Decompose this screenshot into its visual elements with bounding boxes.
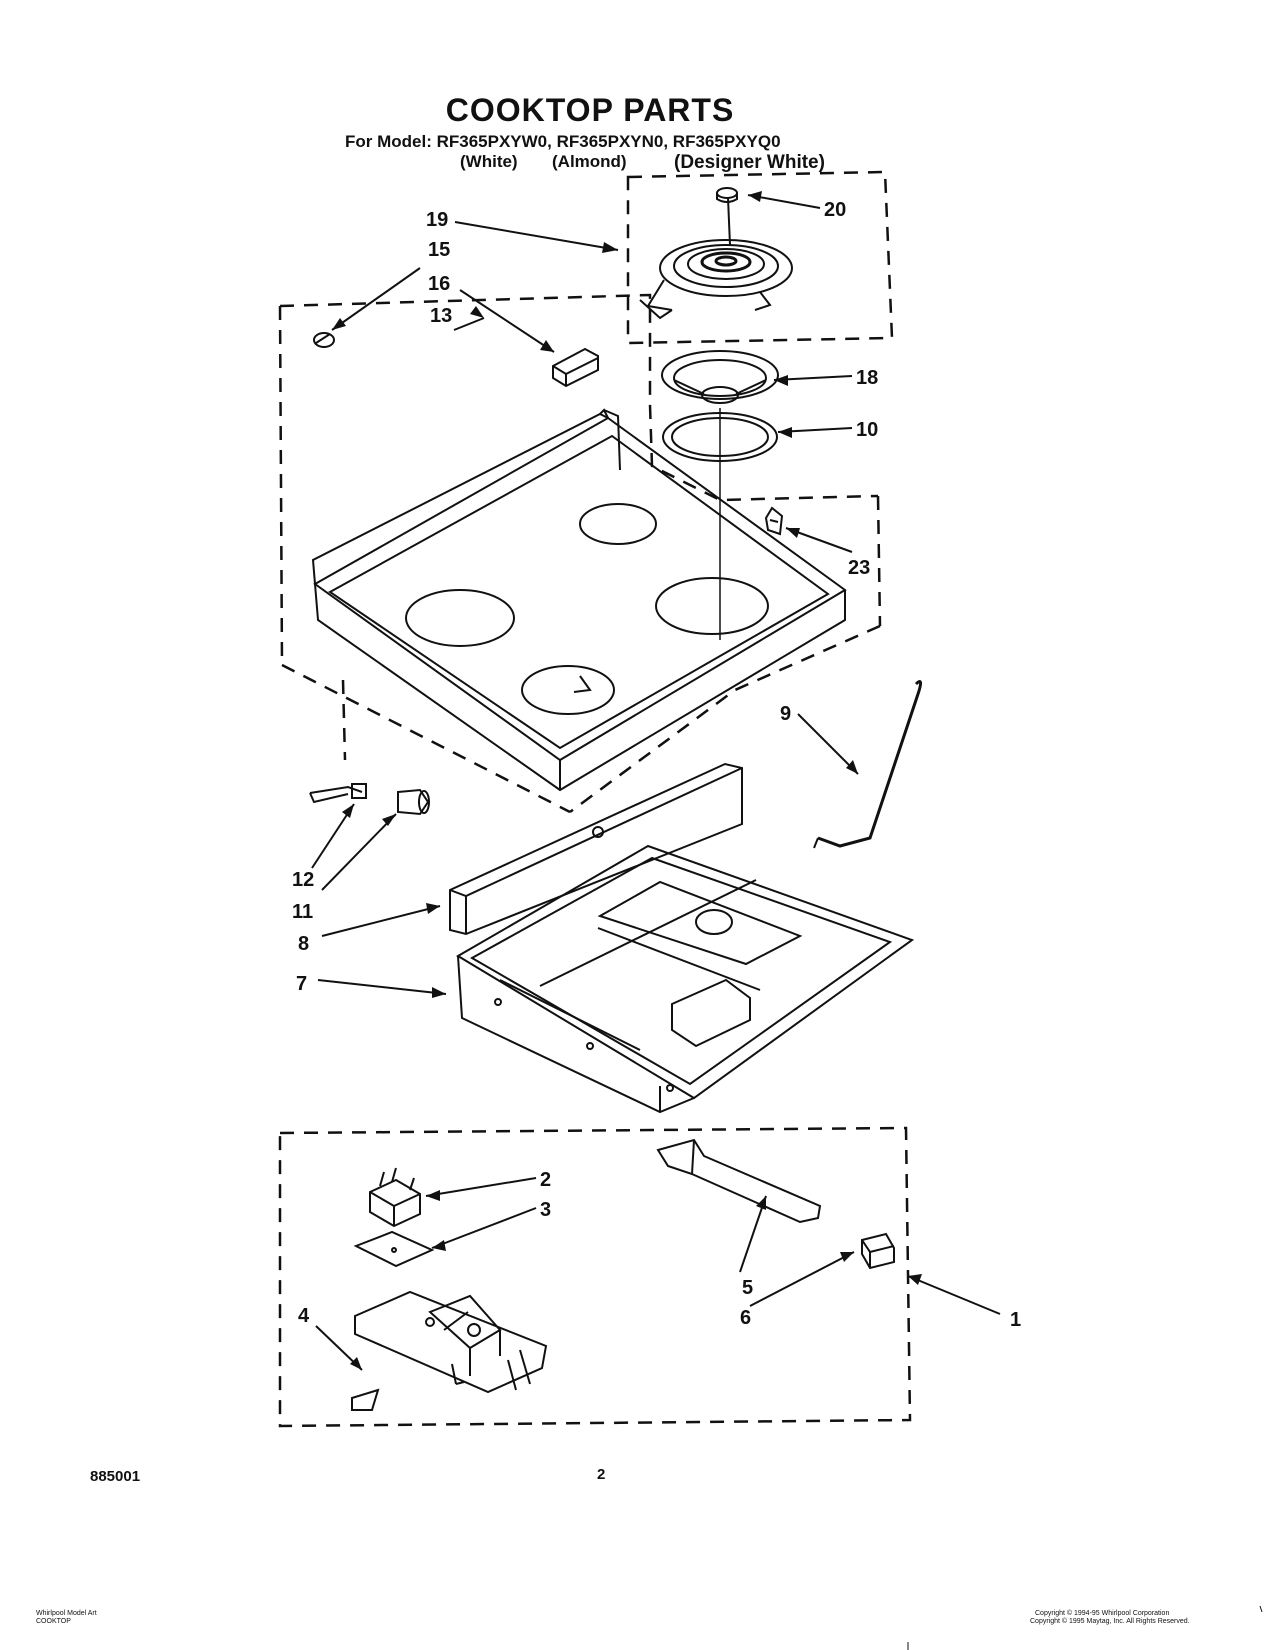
wire-nut-part-15 <box>313 332 335 348</box>
insulator-part-3 <box>353 1230 435 1268</box>
callout-7: 7 <box>296 973 307 995</box>
callout-1: 1 <box>1010 1309 1021 1331</box>
page-number: 2 <box>597 1466 606 1483</box>
group-boxes <box>278 170 912 1428</box>
terminal-block-part-16 <box>552 347 599 388</box>
callout-6: 6 <box>740 1307 751 1329</box>
color-almond: (Almond) <box>552 152 627 171</box>
group-box-controls <box>278 1126 912 1428</box>
group-box-connector <box>648 404 879 502</box>
terminal-part-4 <box>351 1388 380 1411</box>
copyright-line-1: Copyright © 1994-95 Whirlpool Corporatio… <box>1035 1610 1170 1617</box>
callout-15: 15 <box>428 239 450 261</box>
arrowheads <box>332 191 922 1370</box>
bracket-part-5 <box>656 1138 822 1224</box>
surface-element-part-19 <box>639 197 793 320</box>
leader-lines <box>311 194 1001 1371</box>
switch-part-2 <box>369 1167 421 1228</box>
group-box-cooktop <box>279 293 652 405</box>
fuse-holder-part-11 <box>397 788 430 816</box>
callout-2: 2 <box>540 1169 551 1191</box>
color-white: (White) <box>460 152 518 171</box>
clip-part-6 <box>861 1232 895 1270</box>
support-rod-part-9 <box>813 680 923 849</box>
copyright-line-2: Copyright © 1995 Maytag, Inc. All Rights… <box>1030 1618 1190 1625</box>
callout-8: 8 <box>298 933 309 955</box>
section-line: COOKTOP <box>36 1618 71 1625</box>
footer-marks <box>907 1605 1263 1650</box>
brand-line: Whirlpool Model Art <box>36 1610 97 1617</box>
callout-3: 3 <box>540 1199 551 1221</box>
model-line: For Model: RF365PXYW0, RF365PXYN0, RF365… <box>345 132 781 151</box>
callout-18: 18 <box>856 367 878 389</box>
callout-4: 4 <box>298 1305 310 1327</box>
control-assembly-plate <box>354 1290 548 1394</box>
document-number: 885001 <box>90 1468 141 1485</box>
callout-10: 10 <box>856 419 878 441</box>
callout-11: 11 <box>292 901 313 923</box>
callout-19: 19 <box>426 209 448 231</box>
callout-5: 5 <box>742 1277 753 1299</box>
group-box-23 <box>876 495 882 627</box>
callout-16: 16 <box>428 273 450 295</box>
callout-13: 13 <box>430 305 452 327</box>
color-designer-white: (Designer White) <box>674 152 825 173</box>
drip-bowl-part-18 <box>661 350 779 404</box>
center-cap-part-20 <box>716 187 738 203</box>
callout-23: 23 <box>848 557 870 579</box>
callout-12: 12 <box>292 869 314 891</box>
burner-box-part-7 <box>456 844 915 1114</box>
callout-labels: 20 19 15 16 13 18 10 23 9 12 11 8 7 2 3 … <box>292 199 1021 1331</box>
group-box-element <box>626 170 894 345</box>
clip-part-23 <box>764 506 784 536</box>
wire-harness-part-12 <box>309 783 367 804</box>
page-title: COOKTOP PARTS <box>445 92 735 128</box>
callout-9: 9 <box>780 703 791 725</box>
cooktop-part-13 <box>311 408 847 792</box>
callout-20: 20 <box>824 199 846 221</box>
rear-panel-part-8 <box>449 762 743 936</box>
